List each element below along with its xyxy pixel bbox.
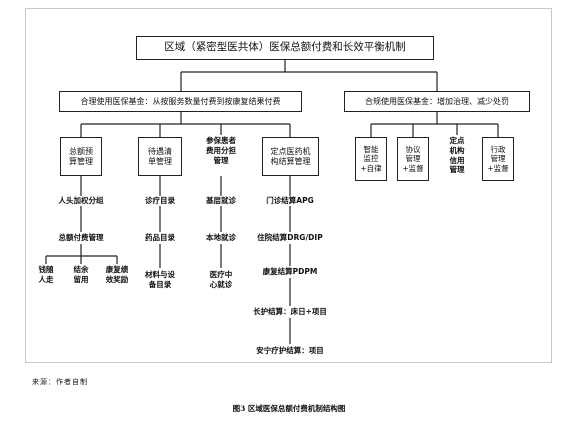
col4-item2: 住院结算DRG/DIP (257, 233, 323, 242)
col2-item1: 诊疗目录 (145, 196, 175, 205)
source-note: 来源：作者自制 (32, 378, 88, 386)
col2-item3: 材料与设 备目录 (145, 270, 175, 289)
right-credit-management: 定点 机构 信用 管理 (449, 136, 465, 175)
col4-header: 定点医药机 构结算管理 (262, 137, 319, 176)
col1-header: 总额预 算管理 (60, 137, 102, 176)
col1-leaf1: 钱随 人走 (38, 265, 54, 284)
col3-header: 参保患者 费用分担 管理 (206, 136, 236, 165)
col4-item3: 康复结算PDPM (262, 267, 318, 276)
right-box-agreement-management: 协议 管理 +监督 (397, 137, 429, 181)
col1-leaf3: 康复绩 效奖励 (105, 265, 129, 284)
right-box-administrative-management: 行政 管理 +监督 (482, 137, 514, 181)
right-branch-box: 合规使用医保基金：增加治理、减少处罚 (344, 91, 530, 112)
right-box-intelligent-monitoring: 智能 监控 +自律 (355, 137, 387, 181)
col3-item2: 本地就诊 (206, 233, 236, 242)
diagram-title: 区域（紧密型医共体）医保总额付费和长效平衡机制 (136, 36, 434, 60)
col3-item3: 医疗中 心就诊 (209, 270, 233, 289)
col2-header: 待遇清 单管理 (138, 137, 182, 176)
col1-item1: 人头加权分组 (58, 196, 104, 205)
col4-item4: 长护结算：床日+项目 (253, 307, 327, 316)
col1-leaf2: 结余 留用 (73, 265, 89, 284)
col3-item1: 基层就诊 (206, 196, 236, 205)
col4-item5: 安宁疗护结算：项目 (256, 346, 324, 355)
figure-caption: 图3 区域医保总额付费机制结构图 (232, 404, 346, 413)
col2-item2: 药品目录 (145, 233, 175, 242)
left-branch-box: 合理使用医保基金：从按服务数量付费到按康复结果付费 (59, 91, 302, 112)
diagram-frame (25, 8, 552, 363)
col4-item1: 门诊结算APG (266, 196, 314, 205)
col1-item2: 总额付费管理 (58, 233, 104, 242)
